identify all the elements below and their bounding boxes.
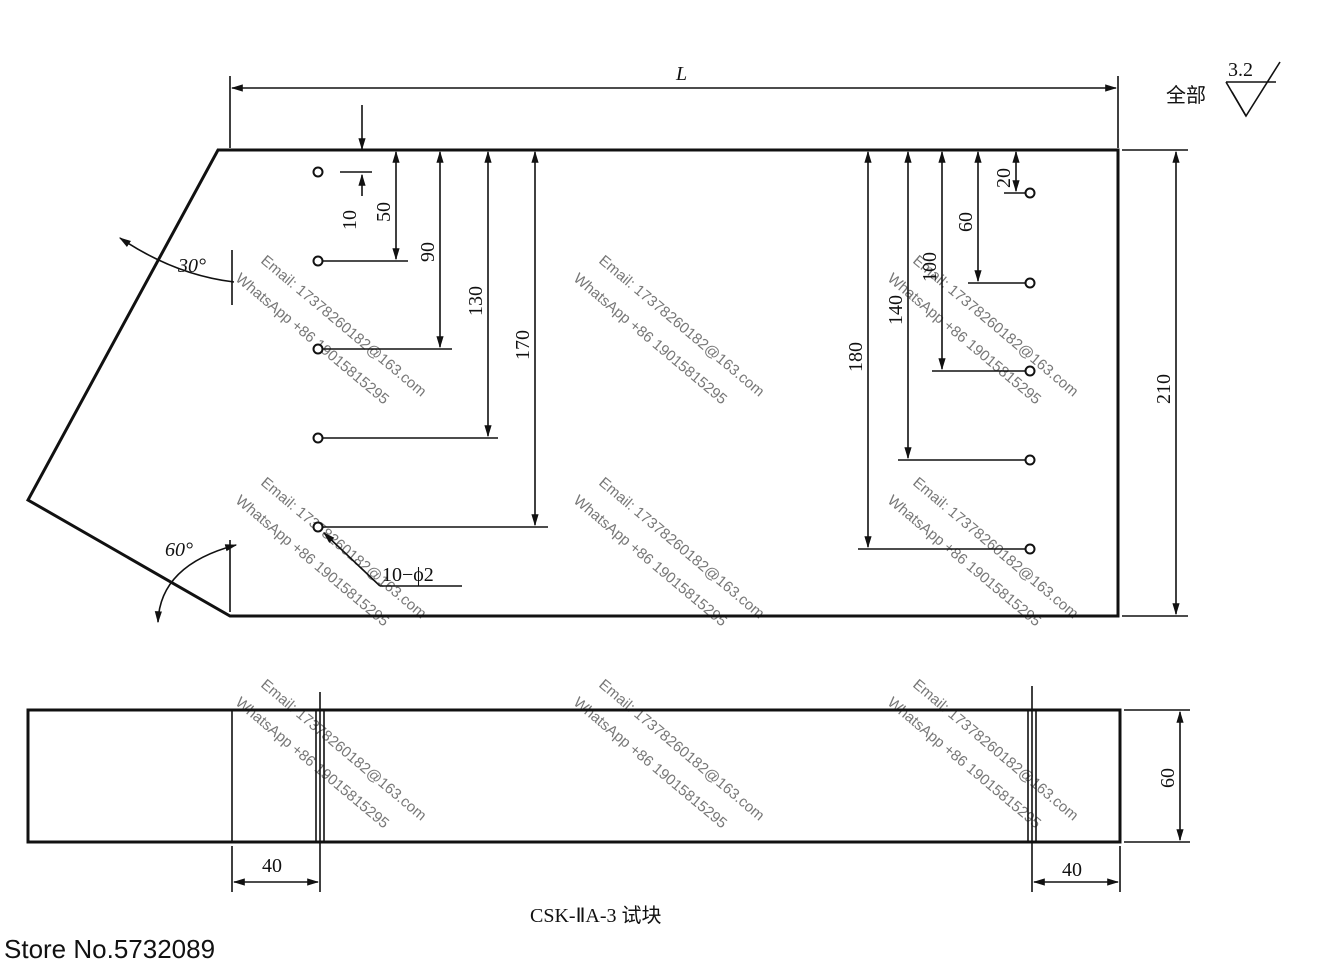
hole [312, 432, 324, 444]
watermark-email: Email: 17378260182@163.com [257, 474, 429, 622]
roughness-symbol: 全部 3.2 [1166, 59, 1281, 118]
dim-210: 210 [1153, 374, 1175, 404]
dim-10: 10 [339, 210, 361, 230]
hole [1024, 187, 1036, 199]
watermark-email: Email: 17378260182@163.com [595, 252, 767, 400]
svg-text:30°: 30° [177, 255, 206, 277]
drawing-caption: CSK-ⅡA-3 试块 [530, 904, 662, 927]
svg-text:3.2: 3.2 [1228, 59, 1253, 81]
dim-60: 60 [955, 212, 977, 232]
dim-170: 170 [512, 330, 534, 360]
hole [1024, 365, 1036, 377]
angle-arc-30 [119, 237, 235, 283]
watermark-email: Email: 17378260182@163.com [257, 676, 429, 824]
watermark-email: Email: 17378260182@163.com [595, 676, 767, 824]
hole [312, 521, 324, 533]
dim-140: 140 [885, 295, 907, 325]
hole-group-left [312, 166, 324, 533]
watermark-email: Email: 17378260182@163.com [595, 474, 767, 622]
length-label: L [675, 63, 687, 85]
front-view: L 全部 3.2 30° 60° [25, 59, 1281, 624]
dim-side-left: 40 [262, 855, 282, 877]
dim-180: 180 [845, 342, 867, 372]
hole [1024, 543, 1036, 555]
angle-arc-60 [154, 544, 238, 624]
hole [312, 343, 324, 355]
dim-100: 100 [919, 252, 941, 282]
hole-group-right [1024, 187, 1036, 555]
store-label: Store No.5732089 [4, 934, 216, 964]
watermark-email: Email: 17378260182@163.com [257, 252, 429, 400]
dim-130: 130 [465, 286, 487, 316]
svg-text:60°: 60° [165, 539, 193, 561]
dim-90: 90 [417, 242, 439, 262]
dim-50: 50 [373, 202, 395, 222]
side-outline [26, 708, 1122, 844]
hole-callout: 10−ϕ2 [382, 564, 434, 586]
side-view: 40 40 60 [26, 686, 1190, 892]
hole [312, 255, 324, 267]
dim-20: 20 [993, 168, 1015, 188]
hole [312, 166, 324, 178]
dim-thickness: 60 [1157, 768, 1179, 788]
watermark-email: Email: 17378260182@163.com [909, 474, 1081, 622]
watermark-email: Email: 17378260182@163.com [909, 676, 1081, 824]
svg-text:全部: 全部 [1166, 84, 1206, 107]
hole [1024, 277, 1036, 289]
hole [1024, 454, 1036, 466]
dim-side-right: 40 [1062, 859, 1082, 881]
